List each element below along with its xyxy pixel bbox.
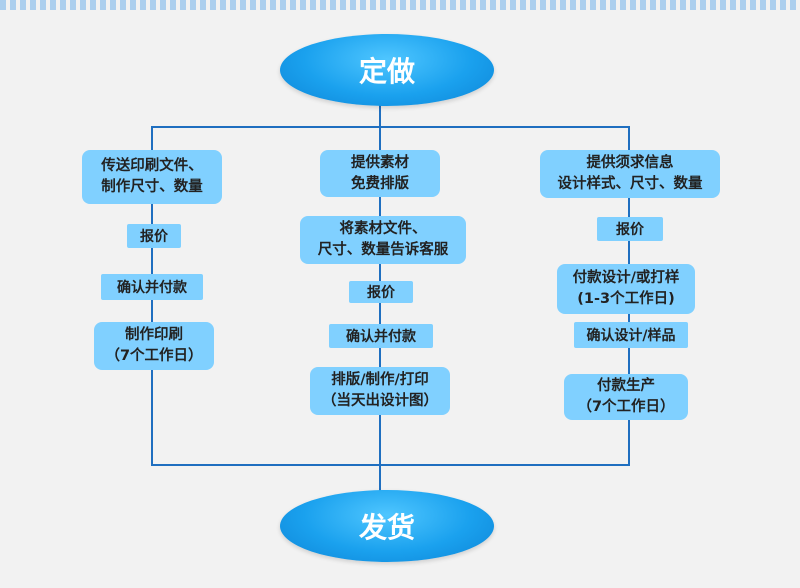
middle-confirm-pay-tag: 确认并付款 (329, 324, 433, 348)
middle-quote-tag: 报价 (349, 281, 413, 303)
right-pay-design-box: 付款设计/或打样 (1-3个工作日) (557, 264, 695, 314)
start-oval-custom-order: 定做 (280, 34, 494, 106)
left-send-files-box: 传送印刷文件、 制作尺寸、数量 (82, 150, 222, 204)
right-quote-tag: 报价 (597, 217, 663, 241)
right-provide-info-box: 提供须求信息 设计样式、尺寸、数量 (540, 150, 720, 198)
right-confirm-design-tag: 确认设计/样品 (574, 322, 688, 348)
left-quote-tag: 报价 (127, 224, 181, 248)
middle-provide-materials-box: 提供素材 免费排版 (320, 150, 440, 197)
end-oval-shipping: 发货 (280, 490, 494, 562)
middle-send-materials-box: 将素材文件、 尺寸、数量告诉客服 (300, 216, 466, 264)
decorative-top-border (0, 0, 800, 10)
left-confirm-pay-tag: 确认并付款 (101, 274, 203, 300)
left-print-production-box: 制作印刷 （7个工作日） (94, 322, 214, 370)
right-pay-production-box: 付款生产 （7个工作日） (564, 374, 688, 420)
middle-layout-print-box: 排版/制作/打印 （当天出设计图） (310, 367, 450, 415)
